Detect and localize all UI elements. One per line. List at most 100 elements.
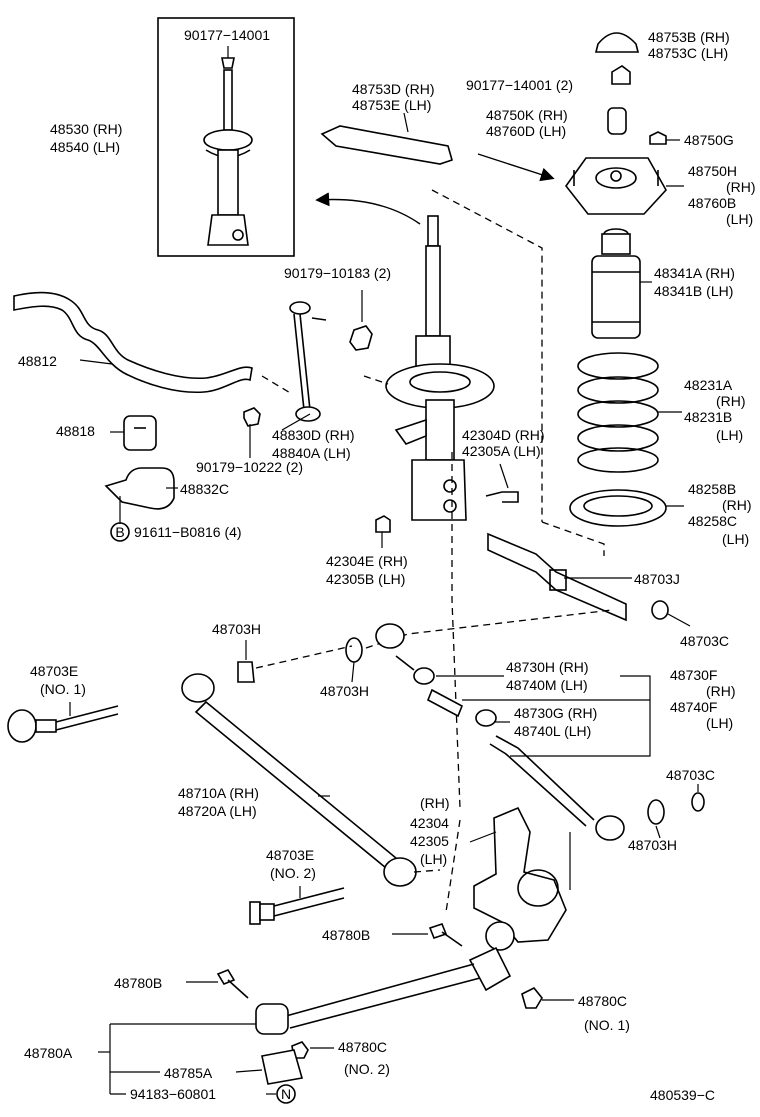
upper-cap: [594, 32, 640, 53]
label-lower-arm-lh: 48720A (LH): [178, 803, 257, 819]
nut-48780c-no1: [521, 986, 543, 1009]
label-nut-780c-2: 48780C: [338, 1039, 387, 1055]
stabilizer-bracket: [104, 467, 175, 510]
cap-nut: [611, 65, 631, 85]
bump-stopper: [591, 228, 652, 339]
label-bushing-d-lh: 48760D (LH): [486, 123, 566, 139]
nut-90179-10183: [349, 325, 373, 351]
stabilizer-bushing: [123, 415, 157, 451]
label-bolt-e1-note: (NO. 1): [40, 681, 86, 697]
bolt-48703e-no1: [7, 705, 119, 743]
label-bolt-94183: 94183−60801: [130, 1086, 216, 1102]
rear-knuckle: [473, 806, 567, 951]
strut-bolt: [485, 491, 519, 503]
lower-control-arm: [181, 673, 417, 887]
stabilizer-bar: [13, 291, 253, 394]
label-plate-785: 48785A: [164, 1065, 213, 1081]
label-lower-arm-rh: 48710A (RH): [178, 785, 259, 801]
b-marker-circle: [110, 522, 130, 542]
label-insul-lh: (LH): [722, 531, 749, 547]
upper-seat-plate: [320, 125, 453, 165]
coil-spring: [577, 352, 682, 473]
plate-48785a: [261, 1049, 304, 1085]
label-insul-rh: (RH): [722, 497, 752, 513]
label-arm-l-lh: 48740L (LH): [514, 723, 591, 739]
cushion-48703c-upper: [651, 600, 669, 620]
inset-frame: [157, 17, 295, 257]
bracket-42304e: [375, 515, 391, 533]
bolt-48780b-lower: [216, 969, 249, 999]
label-bolt-e1: 48703E: [30, 663, 78, 679]
label-strut-rh: 48530 (RH): [50, 121, 122, 137]
label-knuckle-rh-tag: (RH): [420, 795, 450, 811]
bolt-48780b-upper: [428, 923, 463, 947]
label-brkt-d-rh: 42304D (RH): [462, 427, 544, 443]
label-bolt-780b-1: 48780B: [322, 927, 370, 943]
label-mount-b: 48760B: [688, 195, 736, 211]
inset-nut: [221, 57, 235, 69]
label-cushion-c-right: 48703C: [680, 633, 729, 649]
label-brkt-a-lh: 42305A (LH): [462, 443, 541, 459]
label-bolt-e2: 48703E: [266, 847, 314, 863]
label-bumper-a-rh: 48341A (RH): [654, 265, 735, 281]
label-bolt-b: 91611−B0816 (4): [134, 524, 242, 540]
stabilizer-link: [261, 301, 327, 422]
label-arm-m-lh: 48740M (LH): [506, 677, 588, 693]
nut-48750g: [649, 131, 667, 145]
label-knuckle-lh-tag: (LH): [420, 851, 447, 867]
label-spring-lh: (LH): [716, 427, 743, 443]
label-cushion-h-lower: 48703H: [628, 837, 677, 853]
b-marker: B: [115, 524, 124, 540]
label-arm-f-rh: (RH): [706, 683, 736, 699]
label-nut-780c-2-note: (NO. 2): [344, 1061, 390, 1077]
crossmember: [487, 532, 627, 622]
label-cushion-h-top: 48703H: [212, 621, 261, 637]
label-knuckle-lh: 42305: [410, 833, 449, 849]
label-bushing-k-rh: 48750K (RH): [486, 107, 568, 123]
label-link-a-lh: 48840A (LH): [272, 445, 351, 461]
inset-knuckle-bracket: [207, 214, 249, 246]
upper-bushing: [607, 107, 627, 135]
cushion-48703h-top: [237, 661, 255, 683]
inset-strut-body: [217, 149, 239, 216]
part-labels: 90177−14001 48530 (RH) 48540 (LH) 48753D…: [18, 27, 756, 1103]
label-cap-c-lh: 48753C (LH): [648, 45, 728, 61]
label-brkt-e-rh: 42304E (RH): [326, 553, 408, 569]
label-arm-g-rh: 48730G (RH): [514, 705, 597, 721]
label-mount-lh: (LH): [726, 211, 753, 227]
label-link-d-rh: 48830D (RH): [272, 427, 354, 443]
label-bumper-b-lh: 48341B (LH): [654, 283, 733, 299]
label-bolt-e2-note: (NO. 2): [270, 865, 316, 881]
label-cushion-c-lower: 48703C: [666, 767, 715, 783]
shock-absorber: [385, 215, 495, 521]
label-crossmember: 48703J: [634, 571, 680, 587]
bolt-48703e-no2: [249, 887, 345, 925]
nut-90179-10222: [243, 407, 261, 427]
label-nut-222: 90179−10222 (2): [196, 459, 303, 475]
label-cushion-h-mid: 48703H: [320, 683, 369, 699]
label-spring-b: 48231B: [684, 409, 732, 425]
n-marker-circle: [276, 1084, 296, 1104]
label-seat-e-lh: 48753E (LH): [352, 97, 431, 113]
label-rod-780a: 48780A: [24, 1045, 73, 1061]
label-spring-a: 48231A: [684, 377, 733, 393]
label-bush-818: 48818: [56, 423, 95, 439]
upper-control-arm: [375, 623, 625, 841]
label-inset-bolt: 90177−14001: [184, 27, 270, 43]
label-bracket-832: 48832C: [180, 481, 229, 497]
label-strut-lh: 48540 (LH): [50, 139, 120, 155]
cushion-48703c-lower: [691, 792, 705, 812]
label-arm-h-rh: 48730H (RH): [506, 659, 588, 675]
upper-mount: [565, 157, 667, 215]
label-mount-h: 48750H: [688, 163, 737, 179]
label-cap-b-rh: 48753B (RH): [648, 29, 730, 45]
cushion-48703h-lower: [647, 799, 665, 825]
label-arm-f: 48730F: [670, 667, 717, 683]
label-nut-780c-1: 48780C: [578, 993, 627, 1009]
lateral-rod: [255, 946, 512, 1035]
label-mount-rh: (RH): [726, 179, 756, 195]
label-stabilizer: 48812: [18, 353, 57, 369]
label-insul-c: 48258C: [688, 513, 737, 529]
